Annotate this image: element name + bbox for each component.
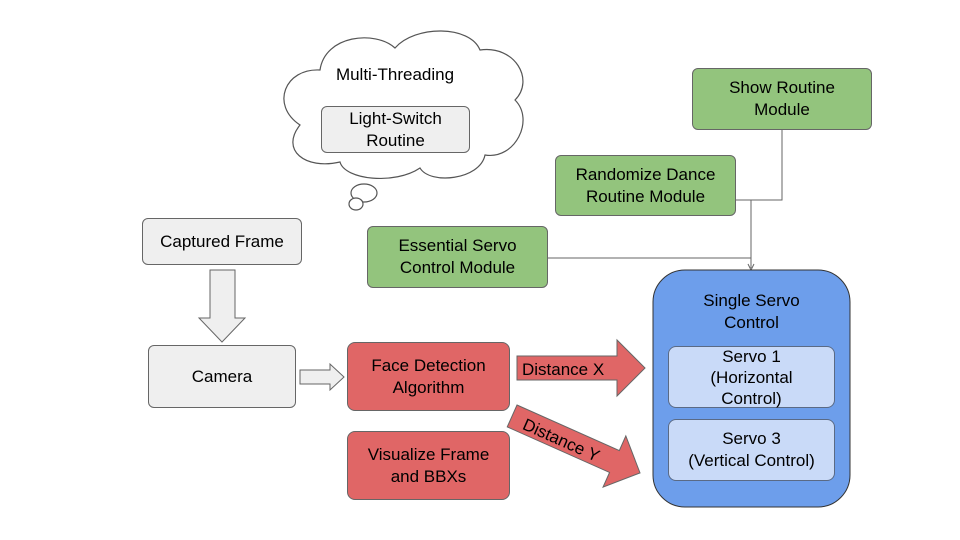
face-detection-box: Face Detection Algorithm bbox=[347, 342, 510, 411]
connector-randomize-dance bbox=[736, 199, 752, 268]
arrow-distance-x bbox=[516, 338, 646, 398]
cloud-title: Multi-Threading bbox=[335, 65, 455, 84]
arrow-captured-to-camera bbox=[197, 269, 247, 343]
essential-servo-module-box: Essential Servo Control Module bbox=[367, 226, 548, 288]
cloud-bubble-small bbox=[348, 197, 364, 211]
module-connectors bbox=[548, 130, 783, 272]
captured-frame-box: Captured Frame bbox=[142, 218, 302, 265]
connector-show-routine bbox=[751, 130, 783, 201]
camera-box: Camera bbox=[148, 345, 296, 408]
cloud-bubble-large bbox=[350, 183, 378, 203]
visualize-frame-box: Visualize Frame and BBXs bbox=[347, 431, 510, 500]
servo3-box: Servo 3 (Vertical Control) bbox=[668, 419, 835, 481]
arrow-camera-to-face-detection bbox=[299, 362, 345, 392]
show-routine-module-box: Show Routine Module bbox=[692, 68, 872, 130]
distance-x-label: Distance X bbox=[522, 360, 605, 379]
randomize-dance-module-box: Randomize Dance Routine Module bbox=[555, 155, 736, 216]
single-servo-title: Single Servo Control bbox=[703, 291, 800, 332]
servo1-box: Servo 1 (Horizontal Control) bbox=[668, 346, 835, 408]
light-switch-routine-box: Light-Switch Routine bbox=[321, 106, 470, 153]
arrow-distance-y bbox=[506, 404, 641, 488]
